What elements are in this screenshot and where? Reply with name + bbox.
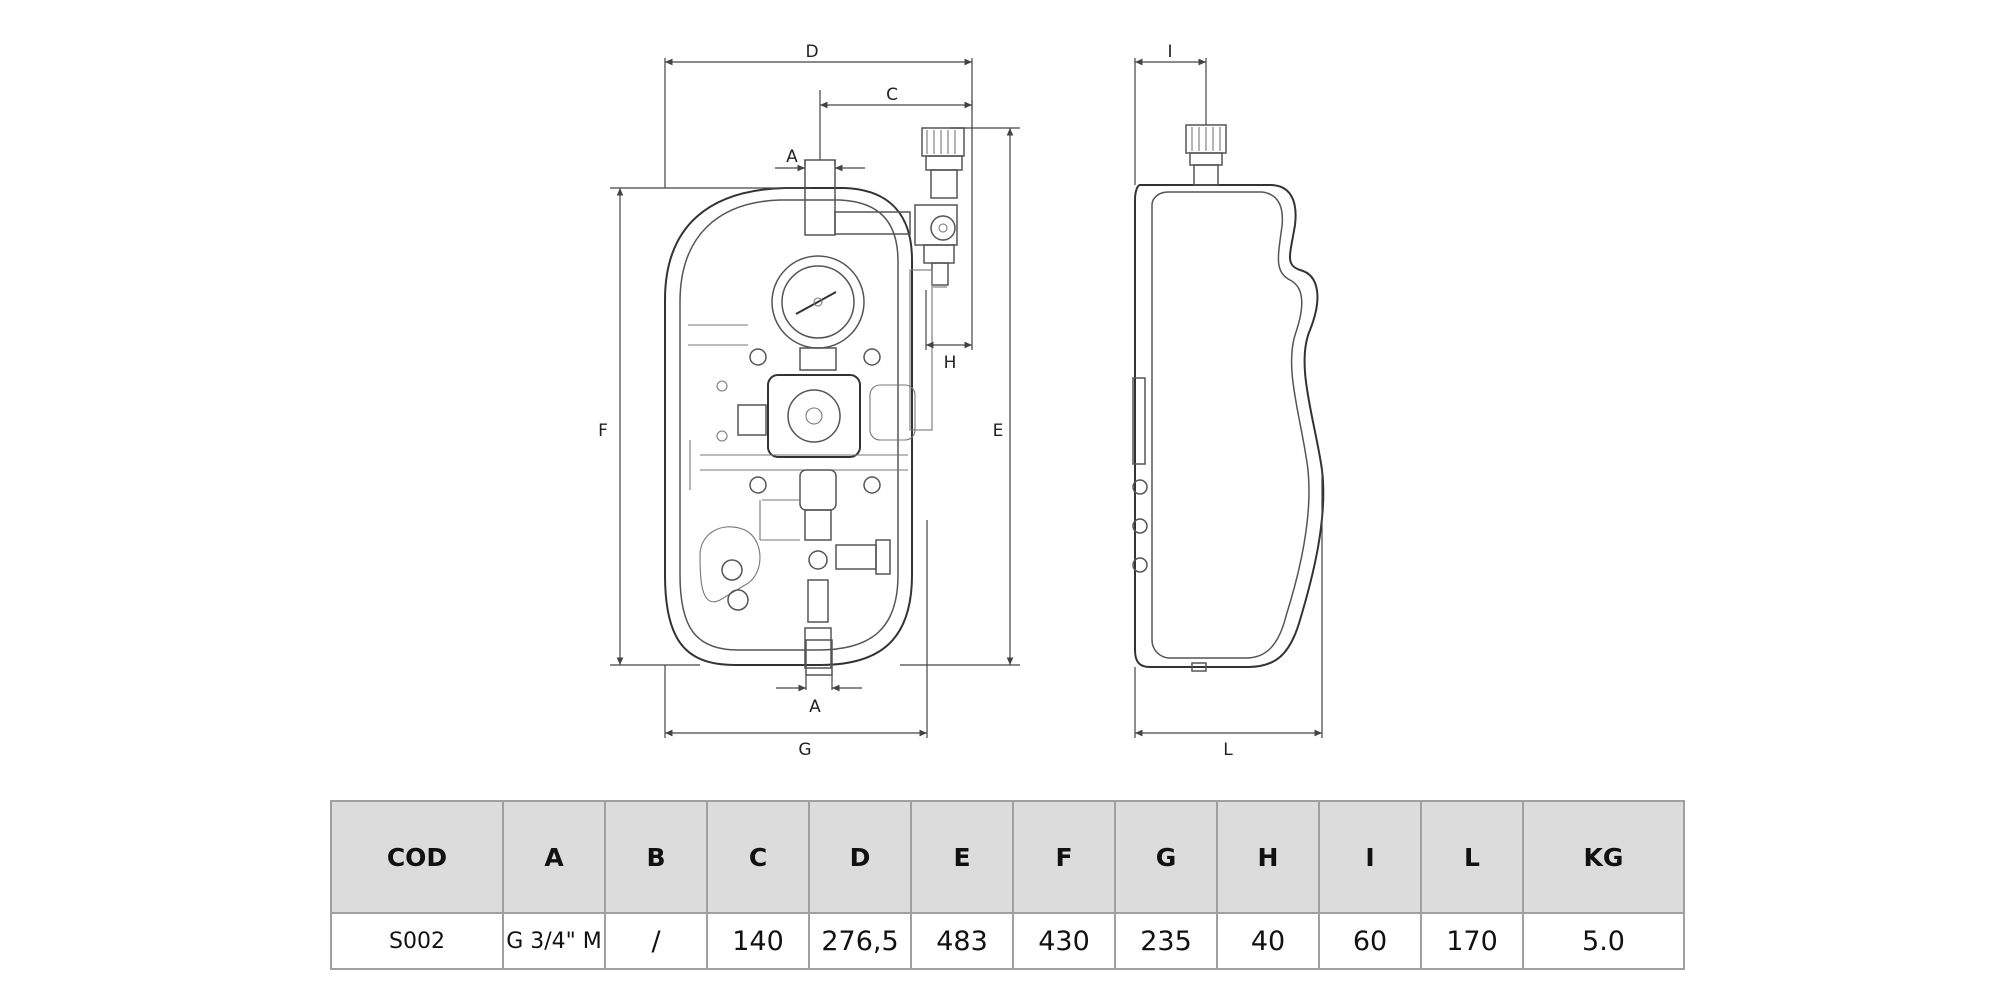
table-cell-l: 170 [1420,912,1524,970]
table-header-cell: A [502,800,606,914]
side-shell-outline [1134,184,1325,668]
table-header-cell: D [808,800,912,914]
lower-cavity [699,526,761,603]
table-header-cell: G [1114,800,1218,914]
table-header-cell: B [604,800,708,914]
table-cell-d: 276,5 [808,912,912,970]
dim-label-f: F [598,421,608,441]
front-shell-outline [664,187,913,666]
table-cell-g: 235 [1114,912,1218,970]
side-port [1132,518,1148,534]
table-cell-cod: S002 [330,912,504,970]
internal-channel [869,384,916,441]
table-header-cell: F [1012,800,1116,914]
technical-drawing: D C A F E H A G I L [598,42,1325,760]
side-port [1132,557,1148,573]
thermometer-gauge [771,255,865,371]
table-cell-i: 60 [1318,912,1422,970]
side-port [1132,479,1148,495]
dim-label-l: L [1223,740,1233,760]
front-shell-inner [679,199,899,651]
front-view [664,127,965,676]
dim-label-i: I [1167,42,1172,62]
dim-label-h: H [944,353,957,373]
side-mount-tab [1132,377,1146,465]
screw [863,348,881,366]
screw [749,348,767,366]
table-header-cell: COD [330,800,504,914]
internal-channel [909,269,933,431]
dim-label-g: G [798,740,811,760]
dim-label-e: E [993,421,1004,441]
table-cell-h: 40 [1216,912,1320,970]
dim-label-a-bottom: A [809,697,821,717]
dim-label-c: C [886,85,898,105]
bottom-pipe [805,639,833,676]
table-header-cell: KG [1522,800,1685,914]
table-cell-c: 140 [706,912,810,970]
drain-port [721,559,743,581]
internal-channel [688,324,908,490]
table-cell-e: 483 [910,912,1014,970]
drain-port [727,589,749,611]
dim-label-a-top: A [786,147,798,167]
table-cell-a: G 3/4" M [502,912,606,970]
table-cell-b: / [604,912,708,970]
safety-valve [914,127,965,288]
table-header-cell: L [1420,800,1524,914]
table-header-row: COD A B C D E F G H I L KG [330,800,1685,914]
side-bottom-port [1191,662,1207,672]
table-header-cell: I [1318,800,1422,914]
side-pipe [834,211,911,235]
side-safety-valve [1185,124,1227,186]
dim-label-d: D [805,42,818,62]
table-header-cell: E [910,800,1014,914]
internal-channel [759,499,800,541]
top-pipe [804,159,836,236]
table-header-cell: H [1216,800,1320,914]
table-cell-f: 430 [1012,912,1116,970]
dimension-lines-front [610,58,1020,738]
lower-valve [799,469,891,669]
circulation-pump [716,374,861,458]
table-cell-kg: 5.0 [1522,912,1685,970]
dimension-lines-side [1134,58,1323,738]
screw [749,476,767,494]
table-header-cell: C [706,800,810,914]
screw [863,476,881,494]
side-shell-inner [1151,191,1310,659]
side-view [1132,124,1325,672]
spec-table: COD A B C D E F G H I L KG S002 G 3/4" M… [330,800,1685,970]
table-row: S002 G 3/4" M / 140 276,5 483 430 235 40… [330,912,1685,970]
